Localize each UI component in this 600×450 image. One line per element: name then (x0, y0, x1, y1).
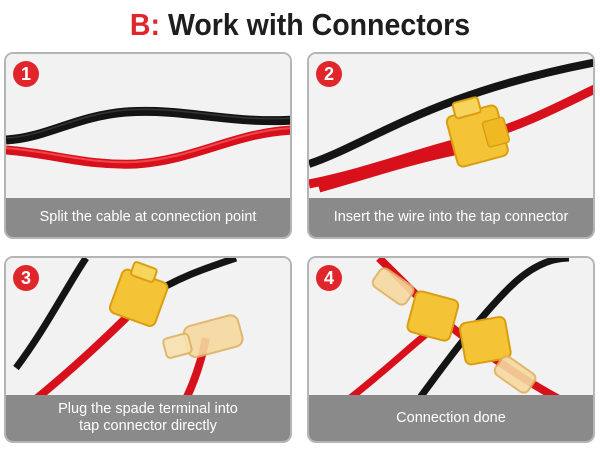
step-number-badge: 2 (316, 61, 342, 87)
step-number-badge: 3 (13, 265, 39, 291)
step-panel-3: 3 Plug the spade terminal into tap conne… (4, 256, 292, 443)
title-text: Work with Connectors (167, 7, 471, 42)
connection-done-illustration (309, 258, 593, 399)
split-cable-illustration (6, 54, 290, 202)
page-title: B: Work with Connectors (24, 4, 576, 46)
insert-wire-illustration (309, 54, 593, 202)
step-caption-text: Plug the spade terminal into tap connect… (58, 401, 238, 434)
spade-terminal (493, 355, 537, 394)
tap-connector (445, 96, 510, 168)
spade-terminal (162, 314, 244, 359)
step-caption: Split the cable at connection point (6, 198, 290, 237)
plug-terminal-illustration (6, 258, 290, 399)
step-caption: Plug the spade terminal into tap connect… (6, 395, 290, 441)
step-panel-1: 1 Split the cable at connection point (4, 52, 292, 239)
title-prefix: B: (129, 7, 161, 42)
step-panel-2: 2 Insert the wire into the tap connector (307, 52, 595, 239)
tap-connector (406, 290, 460, 342)
step-panel-4: 4 Connection done (307, 256, 595, 443)
step-caption: Insert the wire into the tap connector (309, 198, 593, 237)
step-caption-text: Insert the wire into the tap connector (333, 209, 569, 225)
step-caption-text: Connection done (396, 409, 506, 426)
step-number-badge: 1 (13, 61, 39, 87)
spade-terminal (371, 267, 415, 306)
tap-connector (458, 315, 512, 366)
step-caption: Connection done (309, 395, 593, 441)
tap-connector (108, 261, 169, 327)
step-caption-text: Split the cable at connection point (39, 209, 257, 225)
step-number-badge: 4 (316, 265, 342, 291)
